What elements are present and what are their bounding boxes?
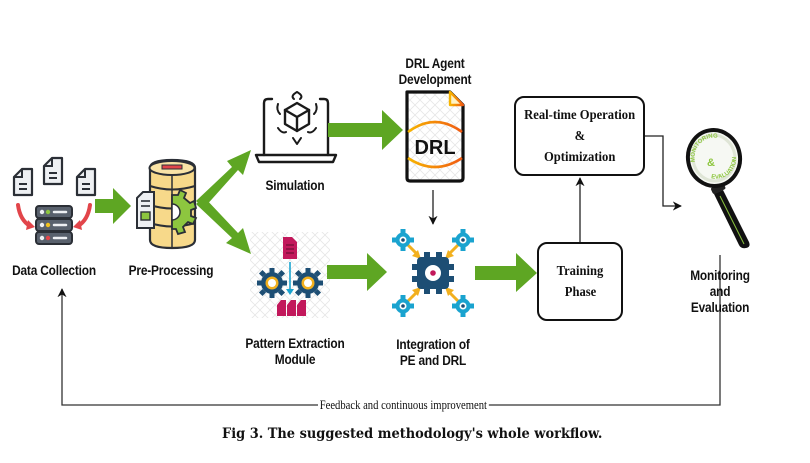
gear-icon bbox=[452, 229, 474, 251]
training-phase-line1: Training bbox=[556, 263, 604, 279]
realtime-line3: Optimization bbox=[543, 149, 616, 165]
gear-icon bbox=[452, 295, 474, 317]
flow-arrow bbox=[328, 110, 403, 150]
pattern-extraction-label-line1: Pattern Extraction bbox=[245, 336, 345, 351]
flow-arrow-up bbox=[196, 150, 251, 208]
drl-agent-label-line2: Development bbox=[398, 72, 472, 87]
document-icon bbox=[75, 167, 97, 197]
gear-icon bbox=[293, 268, 323, 298]
realtime-operation-box: Real-time Operation & Optimization bbox=[514, 96, 645, 176]
feedback-label: Feedback and continuous improvement bbox=[318, 398, 489, 412]
gear-icon bbox=[171, 188, 198, 236]
connector-realtime-to-monitoring bbox=[645, 135, 682, 211]
drl-agent-label: DRL Agent Development bbox=[387, 56, 484, 88]
monitoring-label: Monitoring and Evaluation bbox=[678, 268, 762, 316]
gears-extraction-icon bbox=[250, 232, 330, 318]
pattern-extraction-label: Pattern Extraction Module bbox=[242, 336, 348, 368]
flow-arrow bbox=[475, 253, 537, 292]
document-icon bbox=[283, 237, 297, 259]
document-icon bbox=[136, 191, 155, 229]
figure-caption: Fig 3. The suggested methodology's whole… bbox=[222, 426, 603, 442]
drl-icon-text: DRL bbox=[414, 137, 455, 159]
training-phase-box: Training Phase bbox=[537, 242, 623, 321]
flow-arrow bbox=[327, 253, 387, 291]
integration-label-line1: Integration of bbox=[396, 337, 470, 352]
drl-document-icon: DRL bbox=[405, 90, 465, 183]
monitoring-label-line1: Monitoring bbox=[690, 268, 750, 283]
monitoring-label-line2: and bbox=[709, 284, 731, 299]
gear-icon bbox=[257, 268, 287, 298]
server-icon bbox=[35, 205, 73, 245]
output-blocks-icon bbox=[277, 300, 306, 316]
database-gear-icon bbox=[136, 158, 198, 250]
realtime-line2: & bbox=[574, 128, 585, 144]
gear-icon bbox=[412, 252, 454, 294]
magnifier-icon: & MONITORING EVALUATION bbox=[685, 128, 750, 249]
integration-label: Integration of PE and DRL bbox=[385, 337, 482, 369]
gear-network-icon bbox=[392, 229, 474, 317]
realtime-line1: Real-time Operation bbox=[524, 107, 635, 123]
simulation-label: Simulation bbox=[265, 178, 325, 193]
drl-agent-label-line1: DRL Agent bbox=[405, 56, 465, 71]
flow-arrow bbox=[95, 188, 131, 224]
data-collection-icon bbox=[12, 156, 97, 245]
flow-arrow-down bbox=[196, 197, 251, 254]
pre-processing-label: Pre-Processing bbox=[128, 263, 214, 278]
gear-icon bbox=[392, 229, 414, 251]
document-icon bbox=[42, 156, 64, 186]
integration-label-line2: PE and DRL bbox=[399, 353, 467, 368]
monitoring-label-line3: Evaluation bbox=[690, 300, 750, 315]
pattern-extraction-label-line2: Module bbox=[274, 352, 316, 367]
training-phase-line2: Phase bbox=[564, 284, 596, 300]
gear-icon bbox=[392, 295, 414, 317]
data-collection-label: Data Collection bbox=[12, 263, 96, 278]
document-icon bbox=[12, 167, 34, 197]
lens-ampersand: & bbox=[707, 157, 715, 169]
laptop-cube-icon bbox=[254, 91, 338, 164]
